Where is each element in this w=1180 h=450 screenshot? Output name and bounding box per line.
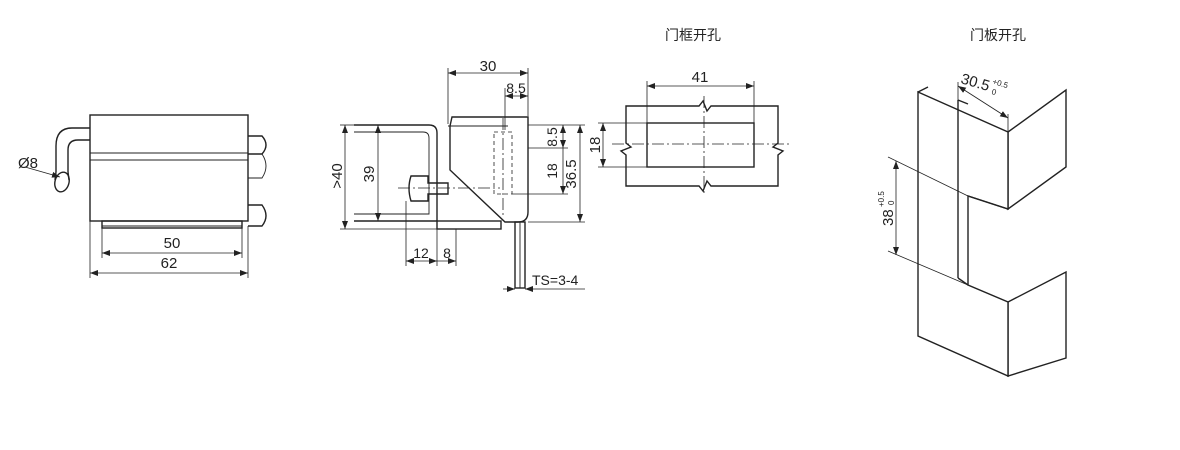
frame-bracket	[354, 124, 438, 222]
height-18-label: 18	[544, 163, 560, 179]
door-plate	[436, 220, 502, 230]
panel-upper-right-face	[1007, 88, 1067, 211]
side-section-view: >40 39 30 8.5 8.5 18 36.5 12 8	[329, 58, 585, 292]
panel-lower-right-face	[1007, 270, 1067, 377]
hinge-pin	[493, 131, 513, 195]
t-bolt	[408, 175, 449, 202]
width-30-label: 30	[480, 58, 497, 75]
frame-cutout-view: 门框开孔 41 18	[587, 27, 790, 196]
front-view: Ø8 50 62	[18, 114, 267, 278]
height-39-label: 39	[361, 166, 378, 183]
width-30-5-tol-upper: +0.5	[991, 77, 1009, 90]
height-38-tol-upper: +0.5	[877, 191, 886, 207]
pin-inner-edge	[67, 139, 90, 172]
hinge-casting	[449, 116, 529, 223]
frame-cutout-title: 门框开孔	[665, 27, 721, 43]
width-30-5-label: 30.5	[959, 71, 992, 95]
pin-outer-edge	[55, 127, 90, 172]
height-38-tol-lower: 0	[887, 200, 896, 205]
height-8-5-label: 8.5	[544, 127, 560, 147]
door-cutout-view: 门板开孔 30.5 +0.5 0 38 +0.5 0	[877, 27, 1067, 378]
frame-cutout	[646, 122, 755, 168]
width-8-5-label: 8.5	[506, 80, 526, 96]
height-gt40-label: >40	[329, 163, 346, 188]
width-62-label: 62	[161, 255, 178, 272]
door-cutout-title: 门板开孔	[970, 27, 1026, 43]
panel-front-face	[917, 90, 1009, 378]
height-18-frame-label: 18	[587, 137, 604, 154]
ts-label: TS=3-4	[532, 272, 579, 288]
height-36-5-label: 36.5	[563, 159, 580, 188]
width-30-5-tol-lower: 0	[991, 87, 998, 97]
width-8-label: 8	[443, 245, 451, 261]
height-38-label: 38	[880, 209, 897, 226]
width-12-label: 12	[413, 245, 429, 261]
width-50-label: 50	[164, 235, 181, 252]
pin-end	[54, 171, 70, 193]
frame-outline	[619, 99, 785, 193]
dia-8-label: Ø8	[18, 155, 38, 172]
hinge-body	[89, 114, 249, 222]
width-41-label: 41	[692, 69, 709, 86]
